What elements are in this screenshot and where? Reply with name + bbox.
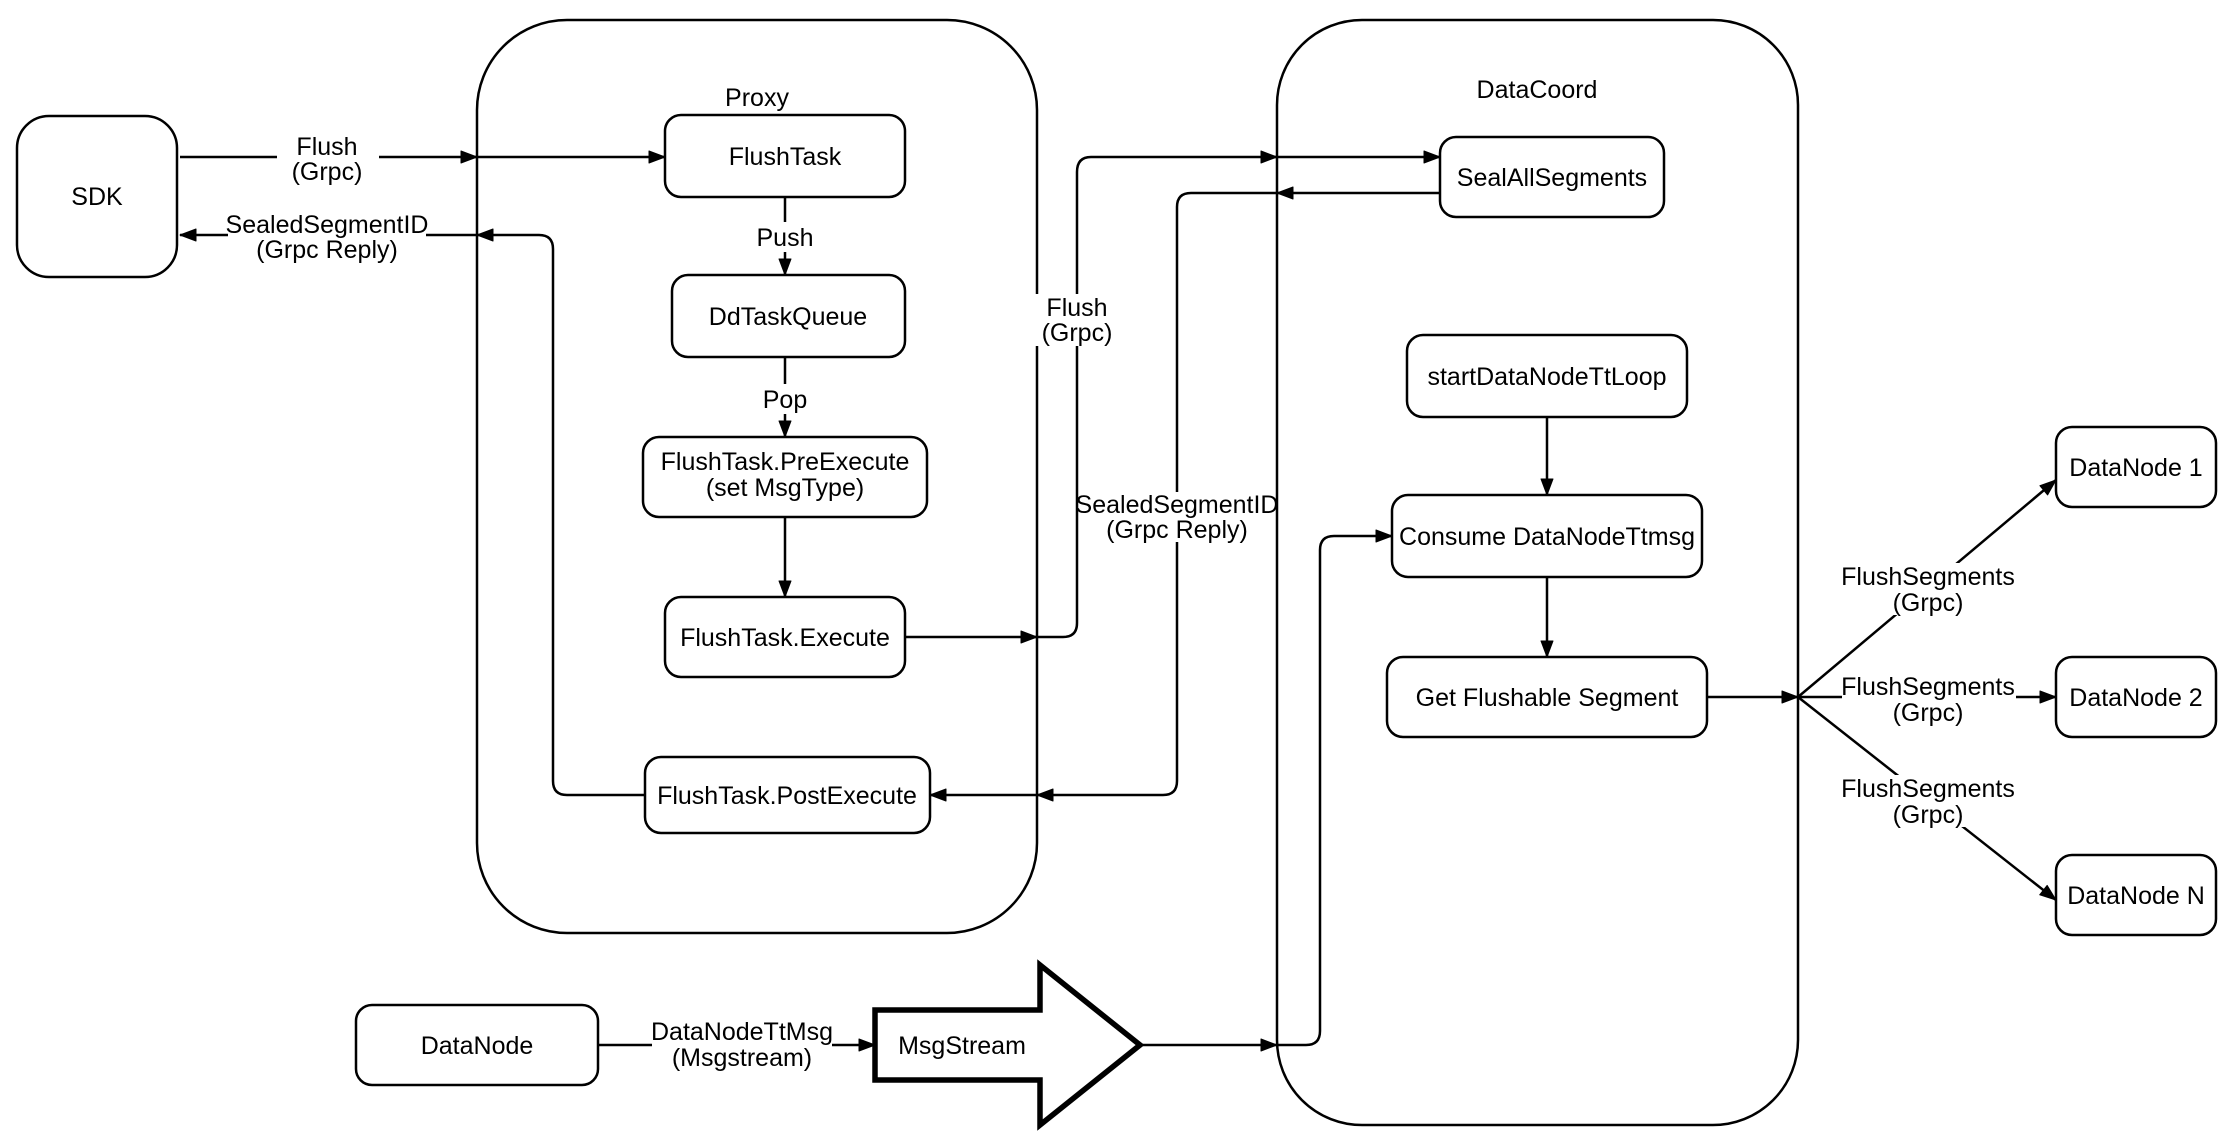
edge-label-flushsegments3-line1: FlushSegments [1841, 775, 2015, 803]
edge-msgstream-to-consume [1277, 529, 1393, 1047]
label-bg-push [749, 222, 821, 252]
datanode1-label: DataNode 1 [2069, 454, 2202, 482]
edge-label-flushsegments1-line2: (Grpc) [1893, 589, 1964, 617]
datanoden-node [2054, 853, 2218, 937]
consumedatanodettmsg-label: Consume DataNodeTtmsg [1399, 523, 1695, 551]
preexecute-label-line1: FlushTask.PreExecute [661, 448, 910, 476]
ddtaskqueue-label: DdTaskQueue [709, 303, 867, 331]
edge-label-flush1-line1: Flush [296, 133, 357, 161]
datacoord-container [1275, 18, 1800, 1127]
label-bg-flush2 [1026, 294, 1128, 346]
edge-flush-up-to-datacoord-edge [1037, 150, 1278, 639]
edge-reply-to-proxy-edge [476, 228, 645, 797]
postexecute-label: FlushTask.PostExecute [657, 782, 917, 810]
postexecute-node [643, 755, 932, 835]
flushtask-node [663, 113, 907, 199]
startdatanodettloop-node [1405, 333, 1689, 419]
datanode-label: DataNode [421, 1032, 534, 1060]
label-bg-flushsegments1 [1842, 563, 2016, 615]
proxy-container-title: Proxy [725, 84, 789, 112]
flushtask-label: FlushTask [729, 143, 842, 171]
edge-label-flushsegments1-line1: FlushSegments [1841, 563, 2015, 591]
execute-label: FlushTask.Execute [680, 624, 890, 652]
sealallsegments-label: SealAllSegments [1457, 164, 1647, 192]
edge-label-flushsegments2-line2: (Grpc) [1893, 699, 1964, 727]
edge-label-flushsegments3-line2: (Grpc) [1893, 801, 1964, 829]
sealallsegments-node [1438, 135, 1666, 219]
startdatanodettloop-label: startDataNodeTtLoop [1427, 363, 1666, 391]
label-bg-flushsegments3 [1842, 775, 2016, 827]
label-bg-sealed1 [228, 212, 426, 262]
getflushablesegment-label: Get Flushable Segment [1416, 684, 1679, 712]
edge-label-sealed1-line2: (Grpc Reply) [256, 236, 398, 264]
msgstream-block-arrow [872, 959, 1145, 1131]
edge-label-flush2-line1: Flush [1046, 294, 1107, 322]
label-bg-datanodettmsg [652, 1020, 832, 1072]
edge-label-flush2-line2: (Grpc) [1042, 319, 1113, 347]
proxy-container [475, 18, 1039, 935]
preexecute-label-line2: (set MsgType) [706, 474, 864, 502]
datanode2-label: DataNode 2 [2069, 684, 2202, 712]
edge-label-flushsegments2-line1: FlushSegments [1841, 673, 2015, 701]
sdk-node [15, 114, 179, 279]
edge-label-pop: Pop [763, 386, 807, 414]
label-bg-sealed2 [1079, 492, 1275, 542]
datacoord-container-title: DataCoord [1477, 76, 1598, 104]
datanode1-node [2054, 425, 2218, 509]
label-bg-flushsegments2 [1842, 673, 2016, 725]
datanode2-node [2054, 655, 2218, 739]
edge-label-datanodettmsg-line2: (Msgstream) [672, 1044, 812, 1072]
datanoden-label: DataNode N [2067, 882, 2205, 910]
edge-label-sealed1-line1: SealedSegmentID [226, 211, 429, 239]
msgstream-label: MsgStream [898, 1032, 1026, 1060]
edge-label-push: Push [757, 224, 814, 252]
datanode-node [354, 1003, 600, 1087]
edge-label-sealed2-line1: SealedSegmentID [1076, 491, 1279, 519]
consumedatanodettmsg-node [1390, 493, 1704, 579]
label-bg-flush1 [277, 134, 379, 184]
ddtaskqueue-node [670, 273, 907, 359]
edge-label-sealed2-line2: (Grpc Reply) [1106, 516, 1248, 544]
label-bg-pop [753, 384, 817, 414]
sdk-label: SDK [71, 183, 123, 211]
edge-label-datanodettmsg-line1: DataNodeTtMsg [651, 1018, 833, 1046]
getflushablesegment-node [1385, 655, 1709, 739]
preexecute-node [641, 435, 929, 519]
edge-label-flush1-line2: (Grpc) [292, 158, 363, 186]
execute-node [663, 595, 907, 679]
